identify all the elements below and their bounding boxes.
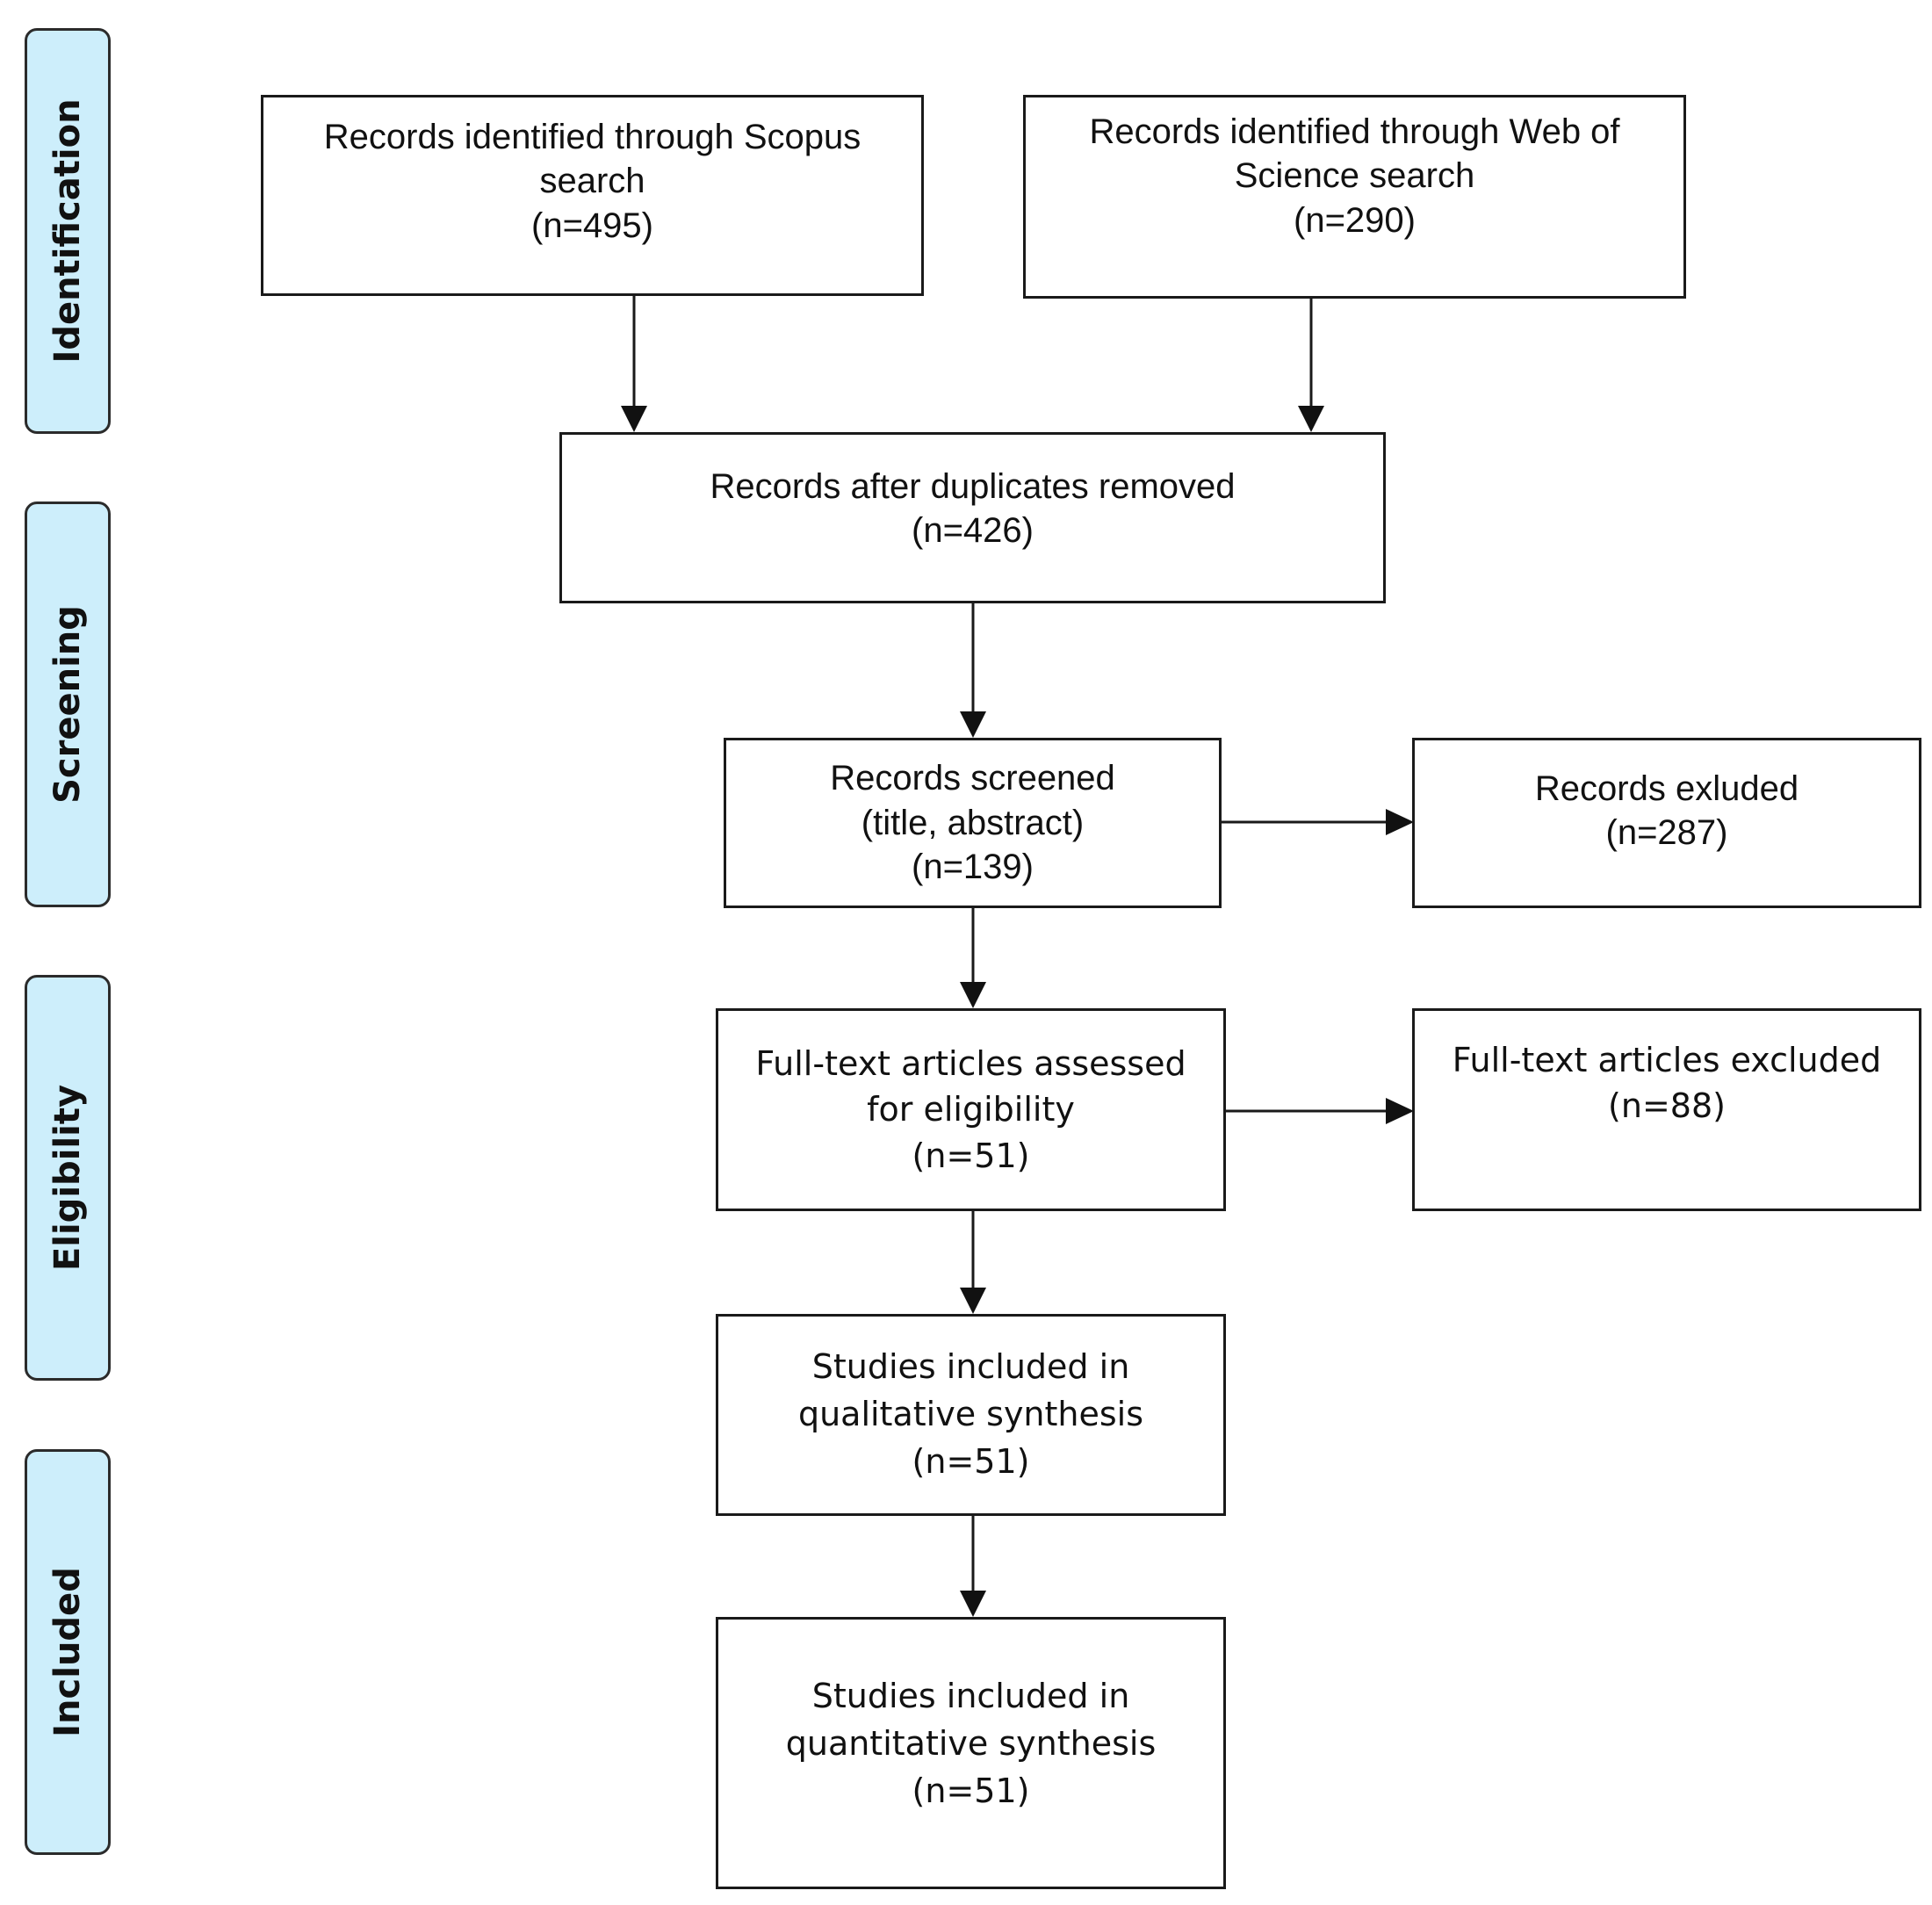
box-quantitative-line2: quantitative synthesis bbox=[785, 1724, 1157, 1764]
box-screened-count: (n=139) bbox=[912, 848, 1034, 887]
box-fulltext-excluded-line1: Full-text articles excluded bbox=[1452, 1041, 1882, 1079]
stage-included: Included bbox=[25, 1449, 111, 1855]
arrowhead-screened bbox=[960, 982, 986, 1008]
box-records-screened: Records screened (title, abstract) (n=13… bbox=[724, 738, 1222, 908]
stage-screening: Screening bbox=[25, 502, 111, 907]
box-qualitative-line2: qualitative synthesis bbox=[797, 1395, 1144, 1434]
box-quantitative-count: (n=51) bbox=[912, 1771, 1030, 1810]
box-scopus-count: (n=495) bbox=[531, 206, 653, 245]
box-duplicates-line1: Records after duplicates removed bbox=[710, 467, 1236, 506]
box-wos-line1: Records identified through Web of bbox=[1089, 112, 1620, 151]
box-duplicates-count: (n=426) bbox=[912, 511, 1034, 551]
box-records-excluded: Records exluded (n=287) bbox=[1412, 738, 1921, 908]
arrowhead-qualitative bbox=[960, 1591, 986, 1617]
stage-eligibility: Eligibility bbox=[25, 975, 111, 1381]
box-fulltext-excluded: Full-text articles excluded (n=88) bbox=[1412, 1008, 1921, 1211]
box-excluded-count: (n=287) bbox=[1605, 813, 1728, 853]
box-scopus-records: Records identified through Scopus search… bbox=[261, 95, 924, 296]
box-scopus-line2: search bbox=[539, 162, 645, 201]
box-fulltext-line1: Full-text articles assessed bbox=[755, 1043, 1186, 1083]
arrowhead-wos bbox=[1298, 406, 1324, 432]
box-fulltext-assessed: Full-text articles assessed for eligibil… bbox=[716, 1008, 1226, 1211]
box-quantitative-line1: Studies included in bbox=[811, 1677, 1130, 1716]
box-scopus-line1: Records identified through Scopus bbox=[323, 118, 861, 156]
box-wos-line2: Science search bbox=[1234, 156, 1475, 196]
arrowhead-scopus bbox=[621, 406, 647, 432]
box-screened-line1: Records screened bbox=[830, 759, 1115, 798]
arrowhead-fulltext bbox=[960, 1288, 986, 1314]
box-wos-records: Records identified through Web of Scienc… bbox=[1023, 95, 1686, 299]
box-screened-line2: (title, abstract) bbox=[861, 803, 1085, 842]
box-qualitative-line1: Studies included in bbox=[811, 1347, 1130, 1387]
box-fulltext-count: (n=51) bbox=[912, 1136, 1030, 1175]
box-duplicates-removed: Records after duplicates removed (n=426) bbox=[559, 432, 1386, 603]
stage-identification: Identification bbox=[25, 28, 111, 434]
arrowhead-fulltext-excluded bbox=[1386, 1098, 1414, 1124]
box-fulltext-excluded-count: (n=88) bbox=[1608, 1086, 1726, 1126]
arrowhead-excluded bbox=[1386, 809, 1414, 835]
box-excluded-line1: Records exluded bbox=[1534, 769, 1799, 808]
box-qualitative-synthesis: Studies included in qualitative synthesi… bbox=[716, 1314, 1226, 1516]
box-fulltext-line2: for eligibility bbox=[867, 1090, 1075, 1129]
box-quantitative-synthesis: Studies included in quantitative synthes… bbox=[716, 1617, 1226, 1889]
arrowhead-duplicates bbox=[960, 711, 986, 738]
box-qualitative-count: (n=51) bbox=[912, 1441, 1030, 1481]
box-wos-count: (n=290) bbox=[1294, 200, 1416, 240]
